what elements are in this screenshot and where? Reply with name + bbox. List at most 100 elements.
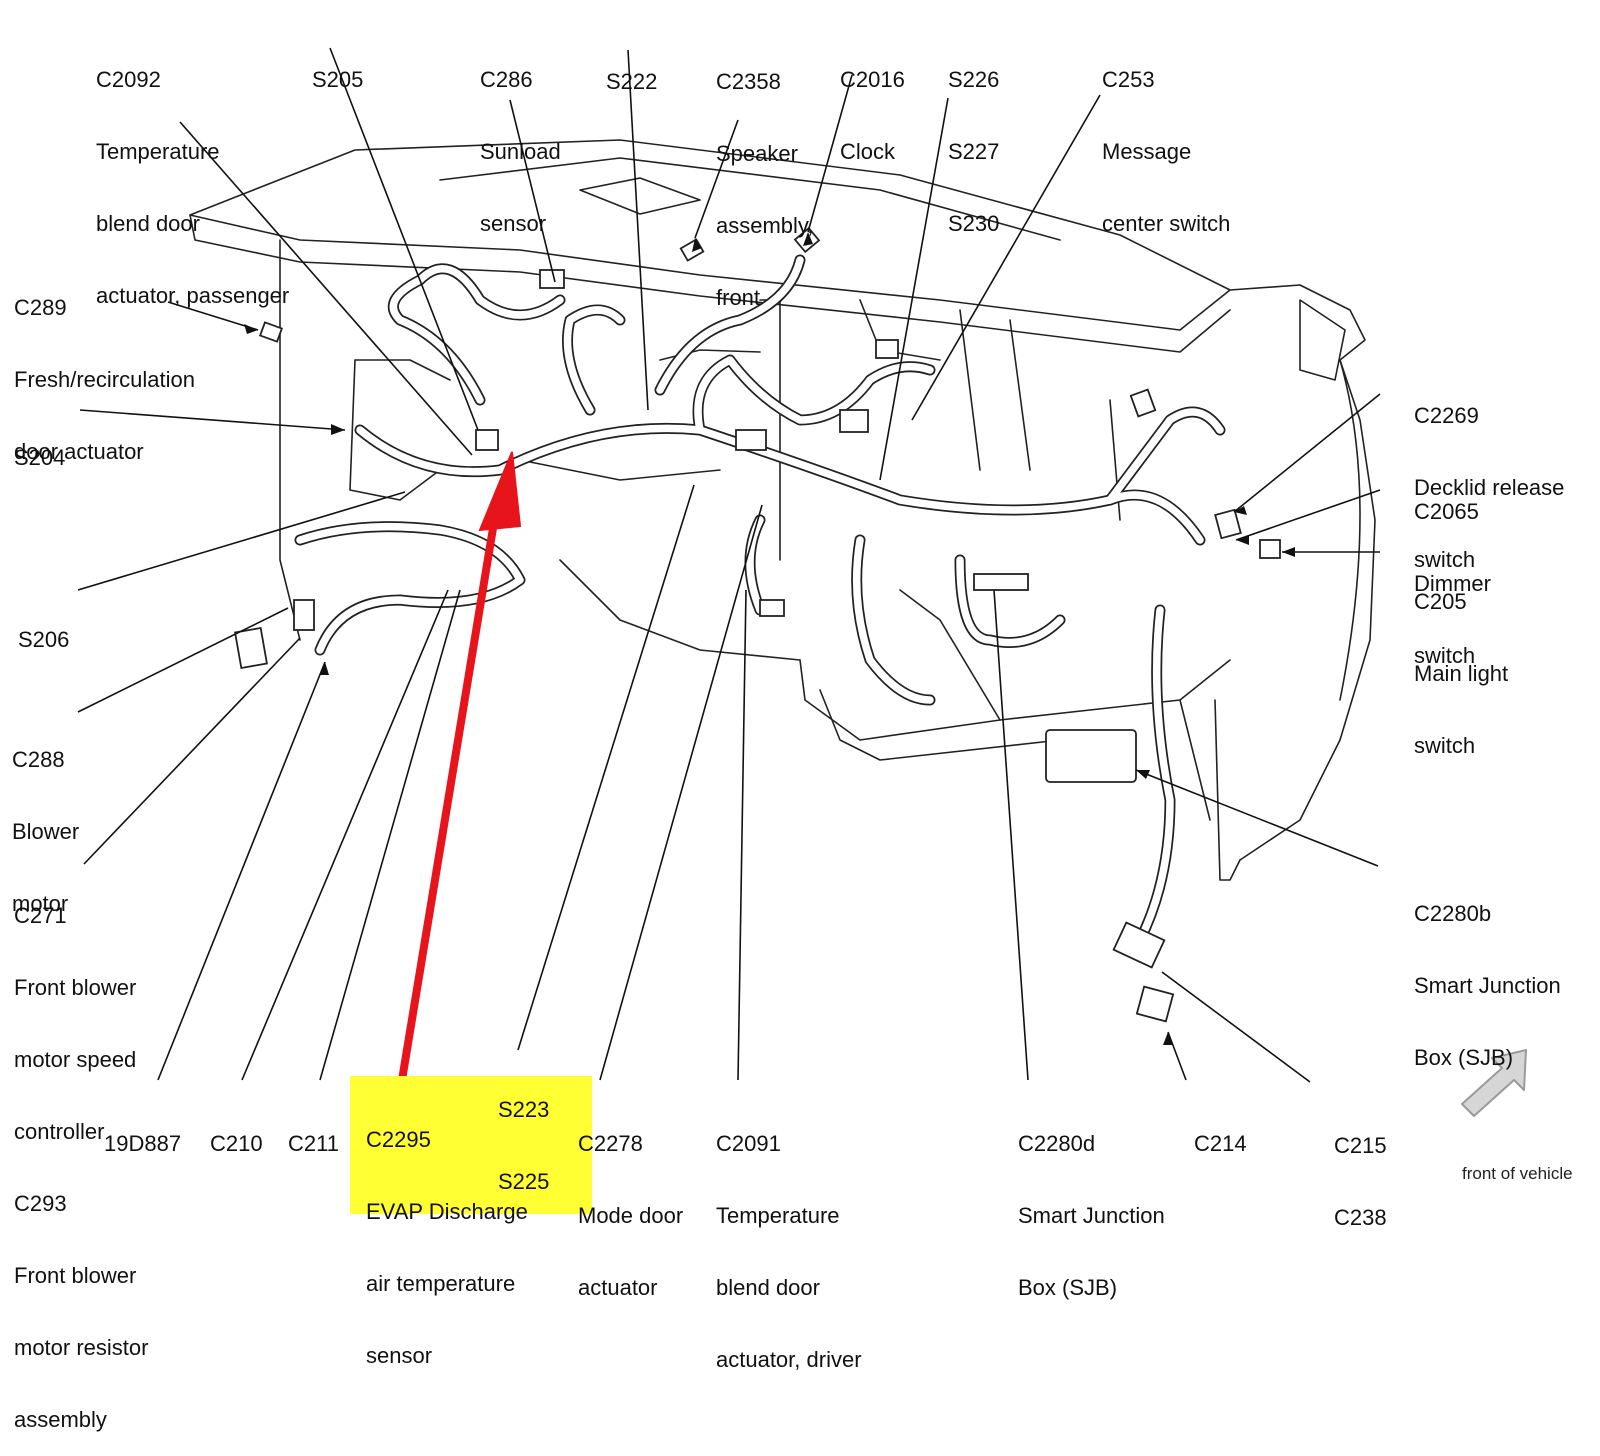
label-s223: S223 S225 xyxy=(498,1050,549,1218)
highlight-arrow xyxy=(398,451,522,1084)
label-c289-line: C289 xyxy=(14,295,67,320)
label-c253-line: Message xyxy=(1102,139,1192,164)
front-of-vehicle-arrow xyxy=(1461,1049,1527,1117)
label-c2278: C2278 Mode door actuator xyxy=(578,1084,683,1324)
label-c2280d-line: Box (SJB) xyxy=(1018,1275,1118,1300)
label-c2295-line: C2295 xyxy=(366,1127,431,1152)
label-s226: S226 S227 S230 xyxy=(948,20,999,260)
label-c2278-line: actuator xyxy=(578,1275,658,1300)
label-c205: C205 Main light switch xyxy=(1414,542,1508,782)
label-c2092-line: Temperature xyxy=(96,139,220,164)
label-c288-line: Blower xyxy=(12,819,80,844)
label-c286-line: Sunload xyxy=(480,139,561,164)
label-c2065-line: Dimmer xyxy=(1414,571,1491,596)
label-c286: C286 Sunload sensor xyxy=(480,20,561,260)
label-c2091-line: Temperature xyxy=(716,1203,840,1228)
label-c215-line: C215 xyxy=(1334,1133,1387,1158)
label-c289-line: Fresh/recirculation xyxy=(14,367,195,392)
label-c2295-line: sensor xyxy=(366,1343,433,1368)
label-s205: S205 xyxy=(312,20,363,116)
label-c214-line: C214 xyxy=(1194,1131,1247,1156)
label-c2280d-line: C2280d xyxy=(1018,1131,1096,1156)
label-c2358-line: C2358 xyxy=(716,69,781,94)
label-c271-line: Front blower xyxy=(14,975,137,1000)
label-c205-line: switch xyxy=(1414,733,1476,758)
label-c253-line: center switch xyxy=(1102,211,1231,236)
label-c2269-line: C2269 xyxy=(1414,403,1479,428)
label-s204-line: S204 xyxy=(14,445,66,470)
label-c2280b-line: Smart Junction xyxy=(1414,973,1561,998)
label-c2016: C2016 Clock xyxy=(840,20,905,188)
instrument-panel-outline xyxy=(189,139,1376,881)
label-c271-line: C293 xyxy=(14,1191,67,1216)
label-c2091-line: actuator, driver xyxy=(716,1347,862,1372)
label-c2358: C2358 Speaker assembly, front xyxy=(716,22,813,334)
label-19d887-line: 19D887 xyxy=(104,1131,182,1156)
label-s206: S206 xyxy=(18,580,69,676)
label-c2092-line: C2092 xyxy=(96,67,161,92)
label-front-of-vehicle: front of vehicle xyxy=(1462,1124,1573,1204)
label-c2065: C2065 Dimmer switch xyxy=(1414,452,1491,692)
label-c2295-highlight: C2295 EVAP Discharge air temperature sen… xyxy=(350,1076,592,1368)
label-c271-line: controller xyxy=(14,1119,105,1144)
label-c286-line: C286 xyxy=(480,67,533,92)
label-c2358-line: assembly, xyxy=(716,213,814,238)
label-c289: C289 Fresh/recirculation door actuator xyxy=(14,248,195,488)
label-c2295-line: air temperature xyxy=(366,1271,516,1296)
label-c2092: C2092 Temperature blend door actuator, p… xyxy=(96,20,289,332)
label-c2280d: C2280d Smart Junction Box (SJB) xyxy=(1018,1084,1165,1324)
label-c2278-line: C2278 xyxy=(578,1131,643,1156)
label-c2280b-line: C2280b xyxy=(1414,901,1492,926)
label-c271-line: motor resistor xyxy=(14,1335,149,1360)
label-s222: S222 xyxy=(606,22,657,118)
label-c2280d-line: Smart Junction xyxy=(1018,1203,1165,1228)
label-c210-line: C210 xyxy=(210,1131,263,1156)
label-c288: C288 Blower motor xyxy=(12,700,79,940)
label-c271-line: Front blower xyxy=(14,1263,137,1288)
label-c2269-line: switch xyxy=(1414,547,1476,572)
label-c205-line: C205 xyxy=(1414,589,1467,614)
label-s204: S204 xyxy=(14,398,65,494)
label-c215: C215 C238 xyxy=(1334,1086,1387,1254)
label-c271-line: C271 xyxy=(14,903,67,928)
label-c210: C210 xyxy=(210,1084,263,1180)
label-c2269-line: Decklid release xyxy=(1414,475,1565,500)
label-c2092-line: blend door xyxy=(96,211,200,236)
label-c288-line: C288 xyxy=(12,747,65,772)
label-c288-line: motor xyxy=(12,891,69,916)
label-s222-line: S222 xyxy=(606,69,658,94)
label-19d887: 19D887 xyxy=(104,1084,181,1180)
leader-arrowheads xyxy=(244,232,1295,1045)
label-c211-line: C211 xyxy=(288,1131,339,1156)
label-c2016-line: Clock xyxy=(840,139,896,164)
label-c205-line: Main light xyxy=(1414,661,1509,686)
label-c2269: C2269 Decklid release switch xyxy=(1414,356,1564,596)
label-c211: C211 xyxy=(288,1084,339,1180)
label-c271-line: assembly xyxy=(14,1407,107,1432)
label-c289-line: door actuator xyxy=(14,439,144,464)
label-s205-line: S205 xyxy=(312,67,364,92)
label-c253-line: C253 xyxy=(1102,67,1155,92)
label-s226-line: S230 xyxy=(948,211,1000,236)
label-s223-line: S225 xyxy=(498,1169,550,1194)
label-c2091: C2091 Temperature blend door actuator, d… xyxy=(716,1084,862,1396)
label-s226-line: S226 xyxy=(948,67,1000,92)
label-c2358-line: Speaker xyxy=(716,141,798,166)
label-c2065-line: C2065 xyxy=(1414,499,1479,524)
label-c271-line: motor speed xyxy=(14,1047,137,1072)
label-c2358-line: front xyxy=(716,285,761,310)
label-c2091-line: C2091 xyxy=(716,1131,781,1156)
connectors xyxy=(234,226,1281,1023)
label-c2092-line: actuator, passenger xyxy=(96,283,290,308)
label-s223-line: S223 xyxy=(498,1097,550,1122)
wiring-diagram xyxy=(77,47,1527,1117)
label-c2091-line: blend door xyxy=(716,1275,820,1300)
label-c214: C214 xyxy=(1194,1084,1247,1180)
label-c2280b-line: Box (SJB) xyxy=(1414,1045,1514,1070)
label-c2278-line: Mode door xyxy=(578,1203,684,1228)
label-c253: C253 Message center switch xyxy=(1102,20,1230,260)
label-c2280b: C2280b Smart Junction Box (SJB) xyxy=(1414,854,1561,1094)
label-c2065-line: switch xyxy=(1414,643,1476,668)
label-c286-line: sensor xyxy=(480,211,547,236)
label-c2016-line: C2016 xyxy=(840,67,905,92)
